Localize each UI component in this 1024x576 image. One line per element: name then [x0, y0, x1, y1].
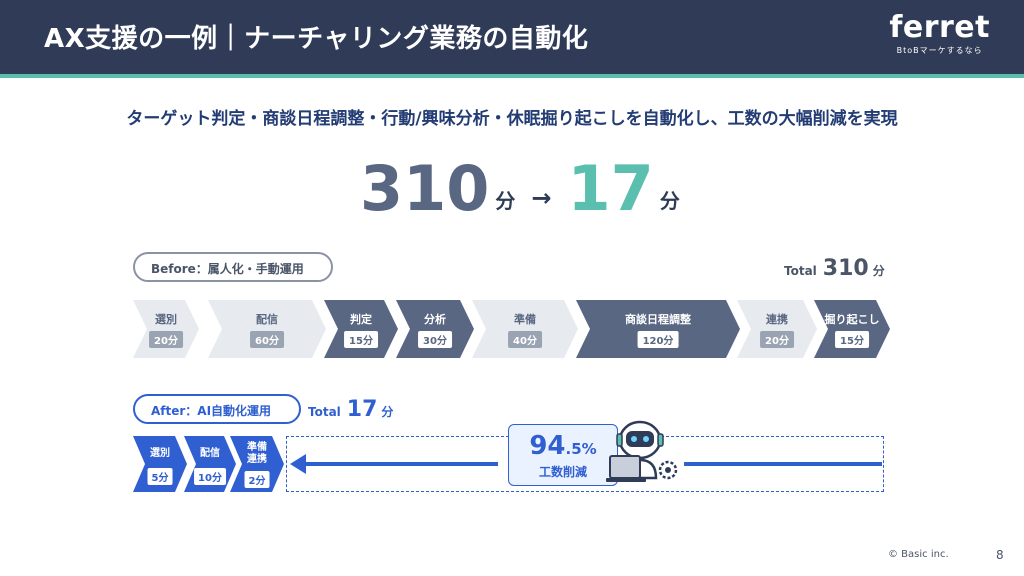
- before-unit: 分: [495, 189, 516, 213]
- slide-title: AX支援の一例｜ナーチャリング業務の自動化: [44, 24, 589, 54]
- reduction-value: 94.5%: [509, 431, 617, 461]
- before-step: 選別 20分: [133, 300, 199, 358]
- before-step: 連携 20分: [737, 300, 817, 358]
- before-label: Before：属人化・手動運用: [133, 252, 333, 282]
- before-step-name: 判定: [350, 313, 372, 326]
- after-step-name: 選別: [150, 448, 170, 459]
- robot-laptop-icon: [606, 420, 678, 482]
- before-step-name: 準備: [514, 313, 536, 326]
- reduction-label: 工数削減: [538, 465, 587, 479]
- before-step: 判定 15分: [324, 300, 398, 358]
- after-total-label: Total: [308, 405, 341, 419]
- before-step-name: 連携: [766, 313, 788, 326]
- after-total: Total 17 分: [308, 397, 393, 422]
- before-step-name: 商談日程調整: [625, 313, 691, 326]
- before-step-time: 30分: [418, 331, 452, 348]
- before-step-name: 分析: [424, 313, 446, 326]
- before-total-label: Total: [784, 264, 817, 278]
- after-step: 準備 連携 2分: [230, 436, 284, 492]
- before-step-time: 120分: [638, 331, 679, 348]
- before-step: 分析 30分: [396, 300, 474, 358]
- copyright: © Basic inc.: [888, 549, 949, 560]
- reduction-callout: 94.5% 工数削減: [508, 424, 618, 486]
- right-arrow-icon: →: [531, 184, 552, 212]
- before-step-time: 60分: [250, 331, 284, 348]
- after-total-unit: 分: [381, 405, 394, 419]
- after-total-value: 17: [346, 397, 378, 422]
- before-total: Total 310 分: [784, 256, 885, 281]
- logo-subtext: BtoBマーケするなら: [896, 46, 983, 55]
- after-step-time: 2分: [245, 471, 270, 488]
- before-total-unit: 分: [872, 264, 885, 278]
- after-step-name: 準備 連携: [247, 442, 267, 465]
- after-label: After：AI自動化運用: [133, 394, 301, 424]
- before-step-time: 15分: [344, 331, 378, 348]
- before-step-name: 選別: [155, 313, 177, 326]
- before-total-value: 310: [822, 256, 869, 281]
- before-step: 配信 60分: [208, 300, 326, 358]
- before-step-time: 20分: [760, 331, 794, 348]
- before-minutes: 310: [360, 152, 490, 225]
- reduction-decimal: .5%: [565, 440, 597, 458]
- logo-text: ferret: [889, 10, 990, 45]
- slide-subtitle: ターゲット判定・商談日程調整・行動/興味分析・休眠掘り起こしを自動化し、工数の大…: [126, 109, 898, 129]
- after-step: 配信 10分: [184, 436, 236, 492]
- page-number: 8: [996, 548, 1004, 562]
- reduction-integer: 94: [529, 431, 566, 461]
- after-step-name: 配信: [200, 448, 220, 459]
- after-unit: 分: [659, 189, 680, 213]
- after-minutes: 17: [567, 152, 654, 225]
- left-arrow-icon: [290, 454, 306, 474]
- after-step: 選別 5分: [133, 436, 187, 492]
- left-arrow-line: [300, 462, 498, 466]
- after-step-time: 10分: [194, 468, 226, 485]
- before-step-time: 40分: [508, 331, 542, 348]
- before-step: 準備 40分: [472, 300, 578, 358]
- headline-metric: 310 分 → 17 分: [360, 150, 680, 220]
- before-step-time: 20分: [149, 331, 183, 348]
- slide-header: AX支援の一例｜ナーチャリング業務の自動化 ferret BtoBマーケするなら: [0, 0, 1024, 78]
- ferret-logo: ferret BtoBマーケするなら: [889, 12, 990, 56]
- right-arrow-line: [684, 462, 882, 466]
- before-step-name: 配信: [256, 313, 278, 326]
- before-step-name: 掘り起こし: [824, 313, 880, 326]
- before-step: 掘り起こし 15分: [814, 300, 890, 358]
- before-step: 商談日程調整 120分: [576, 300, 740, 358]
- before-step-time: 15分: [835, 331, 869, 348]
- after-step-time: 5分: [148, 468, 173, 485]
